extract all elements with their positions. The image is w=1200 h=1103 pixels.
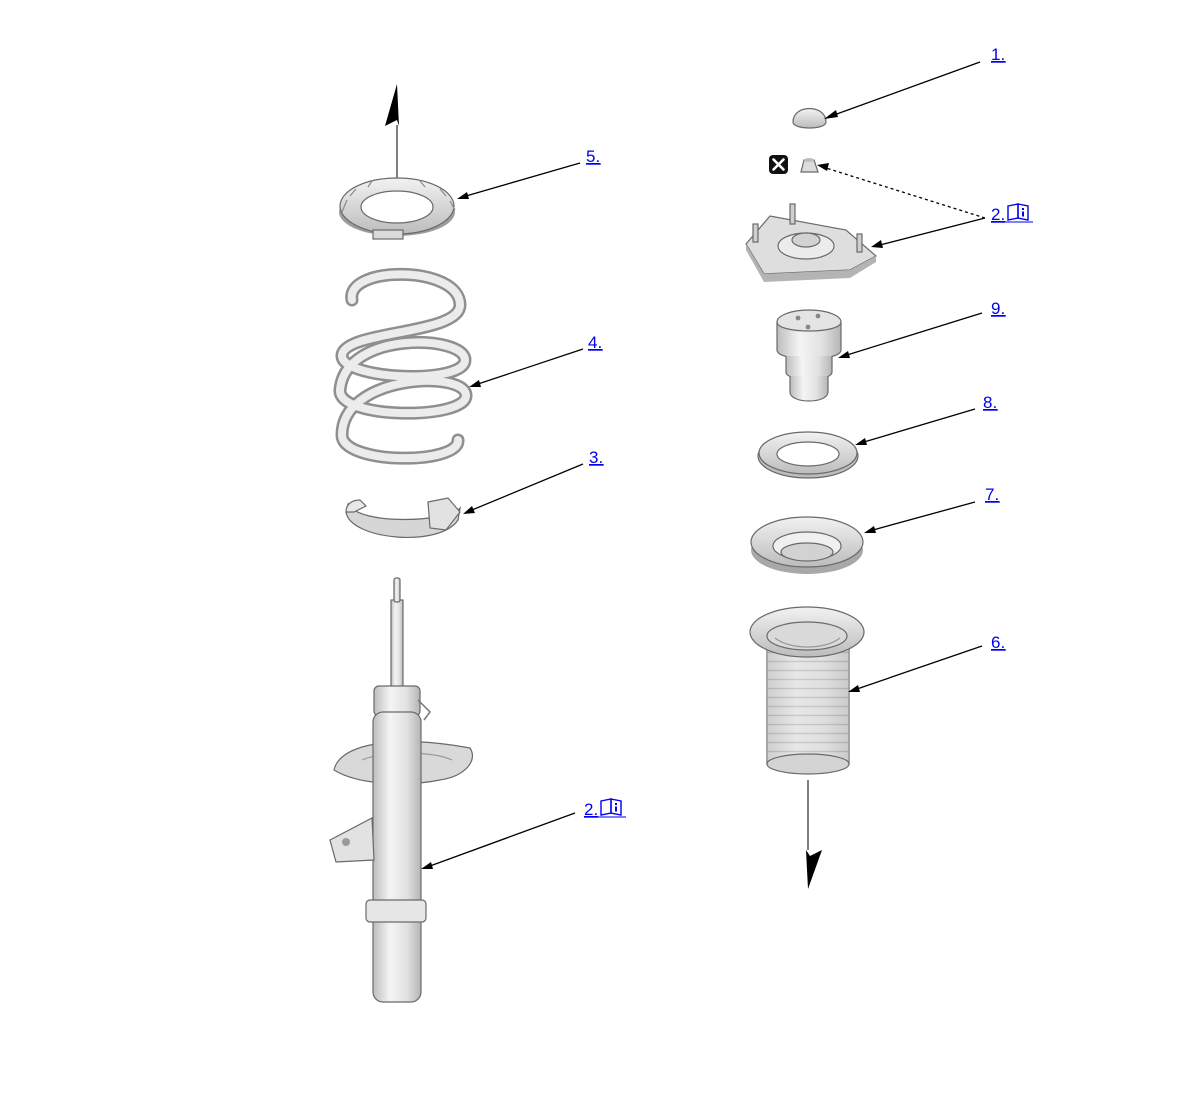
dust-boot — [749, 606, 865, 775]
callout-9[interactable]: 9. — [991, 299, 1006, 318]
book-info-icon[interactable] — [1007, 203, 1029, 221]
callout-2-bottom[interactable]: 2. — [584, 798, 626, 819]
callout-7-label[interactable]: 7. — [985, 485, 999, 504]
callout-5-label[interactable]: 5. — [586, 147, 600, 166]
callout-1-label[interactable]: 1. — [991, 45, 1005, 64]
top-mount — [745, 203, 878, 282]
lower-spring-isolator — [345, 497, 461, 538]
spring-seat-insulator — [757, 431, 859, 479]
callout-1[interactable]: 1. — [991, 45, 1006, 64]
coil-spring — [333, 267, 473, 465]
callout-6[interactable]: 6. — [991, 633, 1006, 652]
callout-3-label[interactable]: 3. — [589, 448, 603, 467]
callout-6-label[interactable]: 6. — [991, 633, 1005, 652]
book-info-icon[interactable] — [600, 798, 622, 816]
callout-2-bottom-label[interactable]: 2. — [584, 800, 598, 819]
discard-x-box-icon — [769, 155, 788, 174]
callout-9-label[interactable]: 9. — [991, 299, 1005, 318]
strut-bearing — [750, 516, 864, 574]
upper-spring-seat — [339, 177, 456, 240]
callout-3[interactable]: 3. — [589, 448, 604, 467]
callout-4[interactable]: 4. — [588, 333, 603, 352]
top-mount-nut — [800, 158, 819, 173]
callout-2-top-label[interactable]: 2. — [991, 205, 1005, 224]
callout-8[interactable]: 8. — [983, 393, 998, 412]
callout-5[interactable]: 5. — [586, 147, 601, 166]
callout-7[interactable]: 7. — [985, 485, 1000, 504]
downward-direction-arrow-icon — [806, 780, 822, 889]
leader-lines — [421, 61, 986, 869]
callout-4-label[interactable]: 4. — [588, 333, 602, 352]
top-mount-dust-cap — [792, 108, 827, 129]
callout-2-top[interactable]: 2. — [991, 203, 1033, 224]
strut-assembly — [329, 577, 473, 1003]
bump-stop — [776, 309, 842, 402]
callout-8-label[interactable]: 8. — [983, 393, 997, 412]
